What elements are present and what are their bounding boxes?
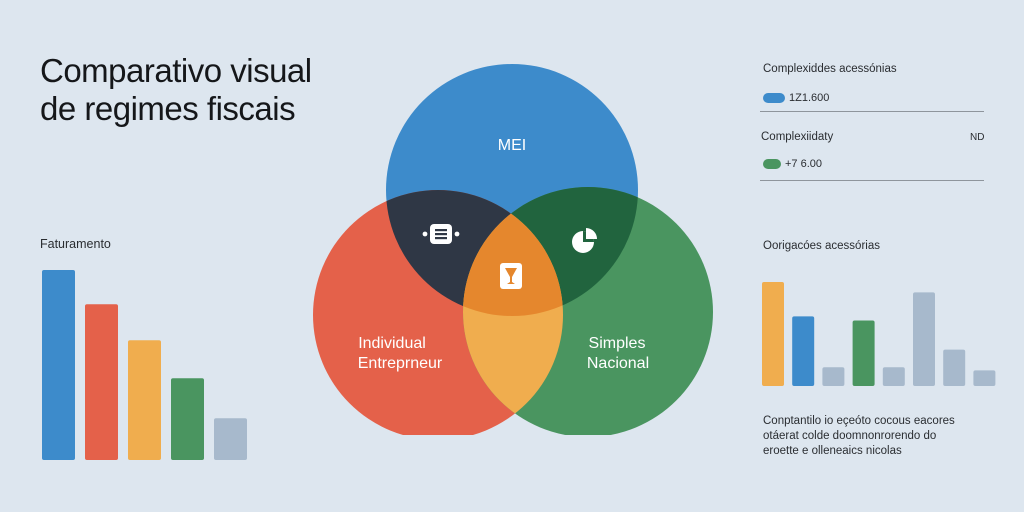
page-title: Comparativo visual de regimes fiscais bbox=[40, 52, 312, 128]
obligations-bar-chart bbox=[762, 282, 996, 386]
bar bbox=[214, 418, 247, 460]
footnote-line: otáerat colde doomnonrorendo do bbox=[763, 430, 937, 442]
bar bbox=[913, 292, 935, 386]
bar bbox=[85, 304, 118, 460]
bar bbox=[822, 367, 845, 386]
bar bbox=[171, 378, 204, 460]
bar bbox=[882, 367, 905, 386]
individual-entrepreneur-label-line-2: Entreprneur bbox=[358, 355, 443, 372]
mei-label: MEI bbox=[498, 137, 526, 154]
legend-row-2-tag: ND bbox=[970, 132, 985, 143]
page-title-line-2: de regimes fiscais bbox=[40, 90, 296, 127]
bar bbox=[852, 320, 875, 386]
simples-nacional-label-line-1: Simples bbox=[589, 335, 646, 352]
bar bbox=[973, 370, 996, 386]
individual-entrepreneur-label-line-1: Individual bbox=[358, 335, 426, 352]
footnote-line: eroette e olleneaics nicolas bbox=[763, 445, 902, 457]
footnote: Conptantilo io eçeóto cocous eacores otá… bbox=[763, 414, 993, 459]
left-chart-label: Faturamento bbox=[40, 237, 111, 251]
simples-nacional-label-line-2: Nacional bbox=[587, 355, 649, 372]
legend-row-1-value: 1Z1.600 bbox=[789, 92, 830, 104]
page-title-line-1: Comparativo visual bbox=[40, 52, 312, 89]
bar bbox=[128, 340, 161, 460]
bar bbox=[762, 282, 784, 386]
center-overlap bbox=[463, 190, 563, 316]
pie-chart-icon bbox=[572, 228, 597, 253]
legend-row-2-value: +7 6.00 bbox=[785, 158, 823, 170]
divider bbox=[760, 180, 984, 181]
legend-row-2: +7 6.00 bbox=[763, 158, 822, 170]
legend-swatch-green bbox=[763, 159, 781, 169]
divider bbox=[760, 111, 984, 112]
bar bbox=[42, 270, 75, 460]
legend-swatch-blue bbox=[763, 93, 785, 103]
venn-diagram: MEI Individual Entreprneur Simples Nacio… bbox=[313, 64, 713, 435]
legend-row-1: 1Z1.600 bbox=[763, 92, 829, 104]
legend-row-2-label: Complexiidaty bbox=[761, 131, 834, 143]
legend-row-1-label: Complexiddes acessónias bbox=[763, 63, 897, 75]
hourglass-icon bbox=[500, 263, 522, 289]
bar bbox=[943, 349, 966, 386]
list-icon bbox=[422, 224, 460, 244]
bar bbox=[792, 316, 815, 386]
right-chart-label: Oorigacóes acessórias bbox=[763, 240, 880, 252]
footnote-line: Conptantilo io eçeóto cocous eacores bbox=[763, 415, 955, 427]
revenue-bar-chart bbox=[42, 270, 247, 460]
